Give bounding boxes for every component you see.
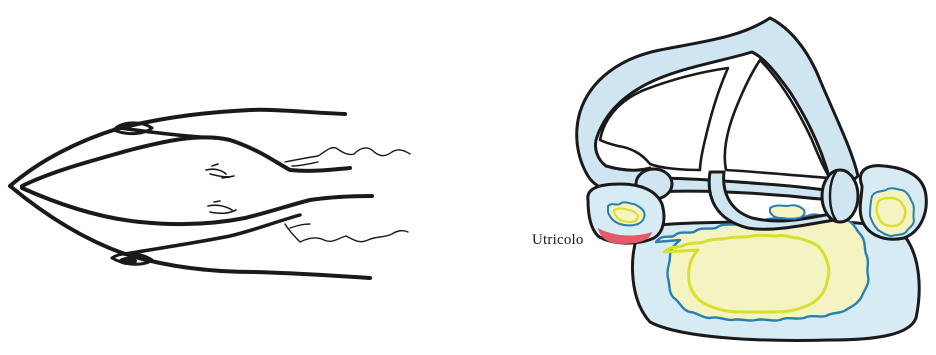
fish-outer-upper-outline bbox=[10, 110, 345, 186]
fish-inner-lower-outline bbox=[22, 188, 372, 224]
horizontal-canal bbox=[654, 178, 840, 200]
fish-center-marks bbox=[206, 164, 236, 213]
fish-gill-lower-inner bbox=[290, 224, 310, 228]
inner-ear-drawing bbox=[577, 18, 927, 340]
fish-gill-lower bbox=[285, 224, 408, 242]
utricolo-label: Utricolo bbox=[532, 232, 584, 249]
fish-head-drawing bbox=[10, 110, 410, 278]
fish-eye-lower-pupil bbox=[119, 257, 137, 265]
sacculus-top-macula bbox=[770, 205, 805, 219]
fish-gill-upper bbox=[285, 148, 410, 162]
ampulla-right bbox=[822, 170, 858, 222]
fish-gill-upper-tail bbox=[292, 162, 318, 166]
